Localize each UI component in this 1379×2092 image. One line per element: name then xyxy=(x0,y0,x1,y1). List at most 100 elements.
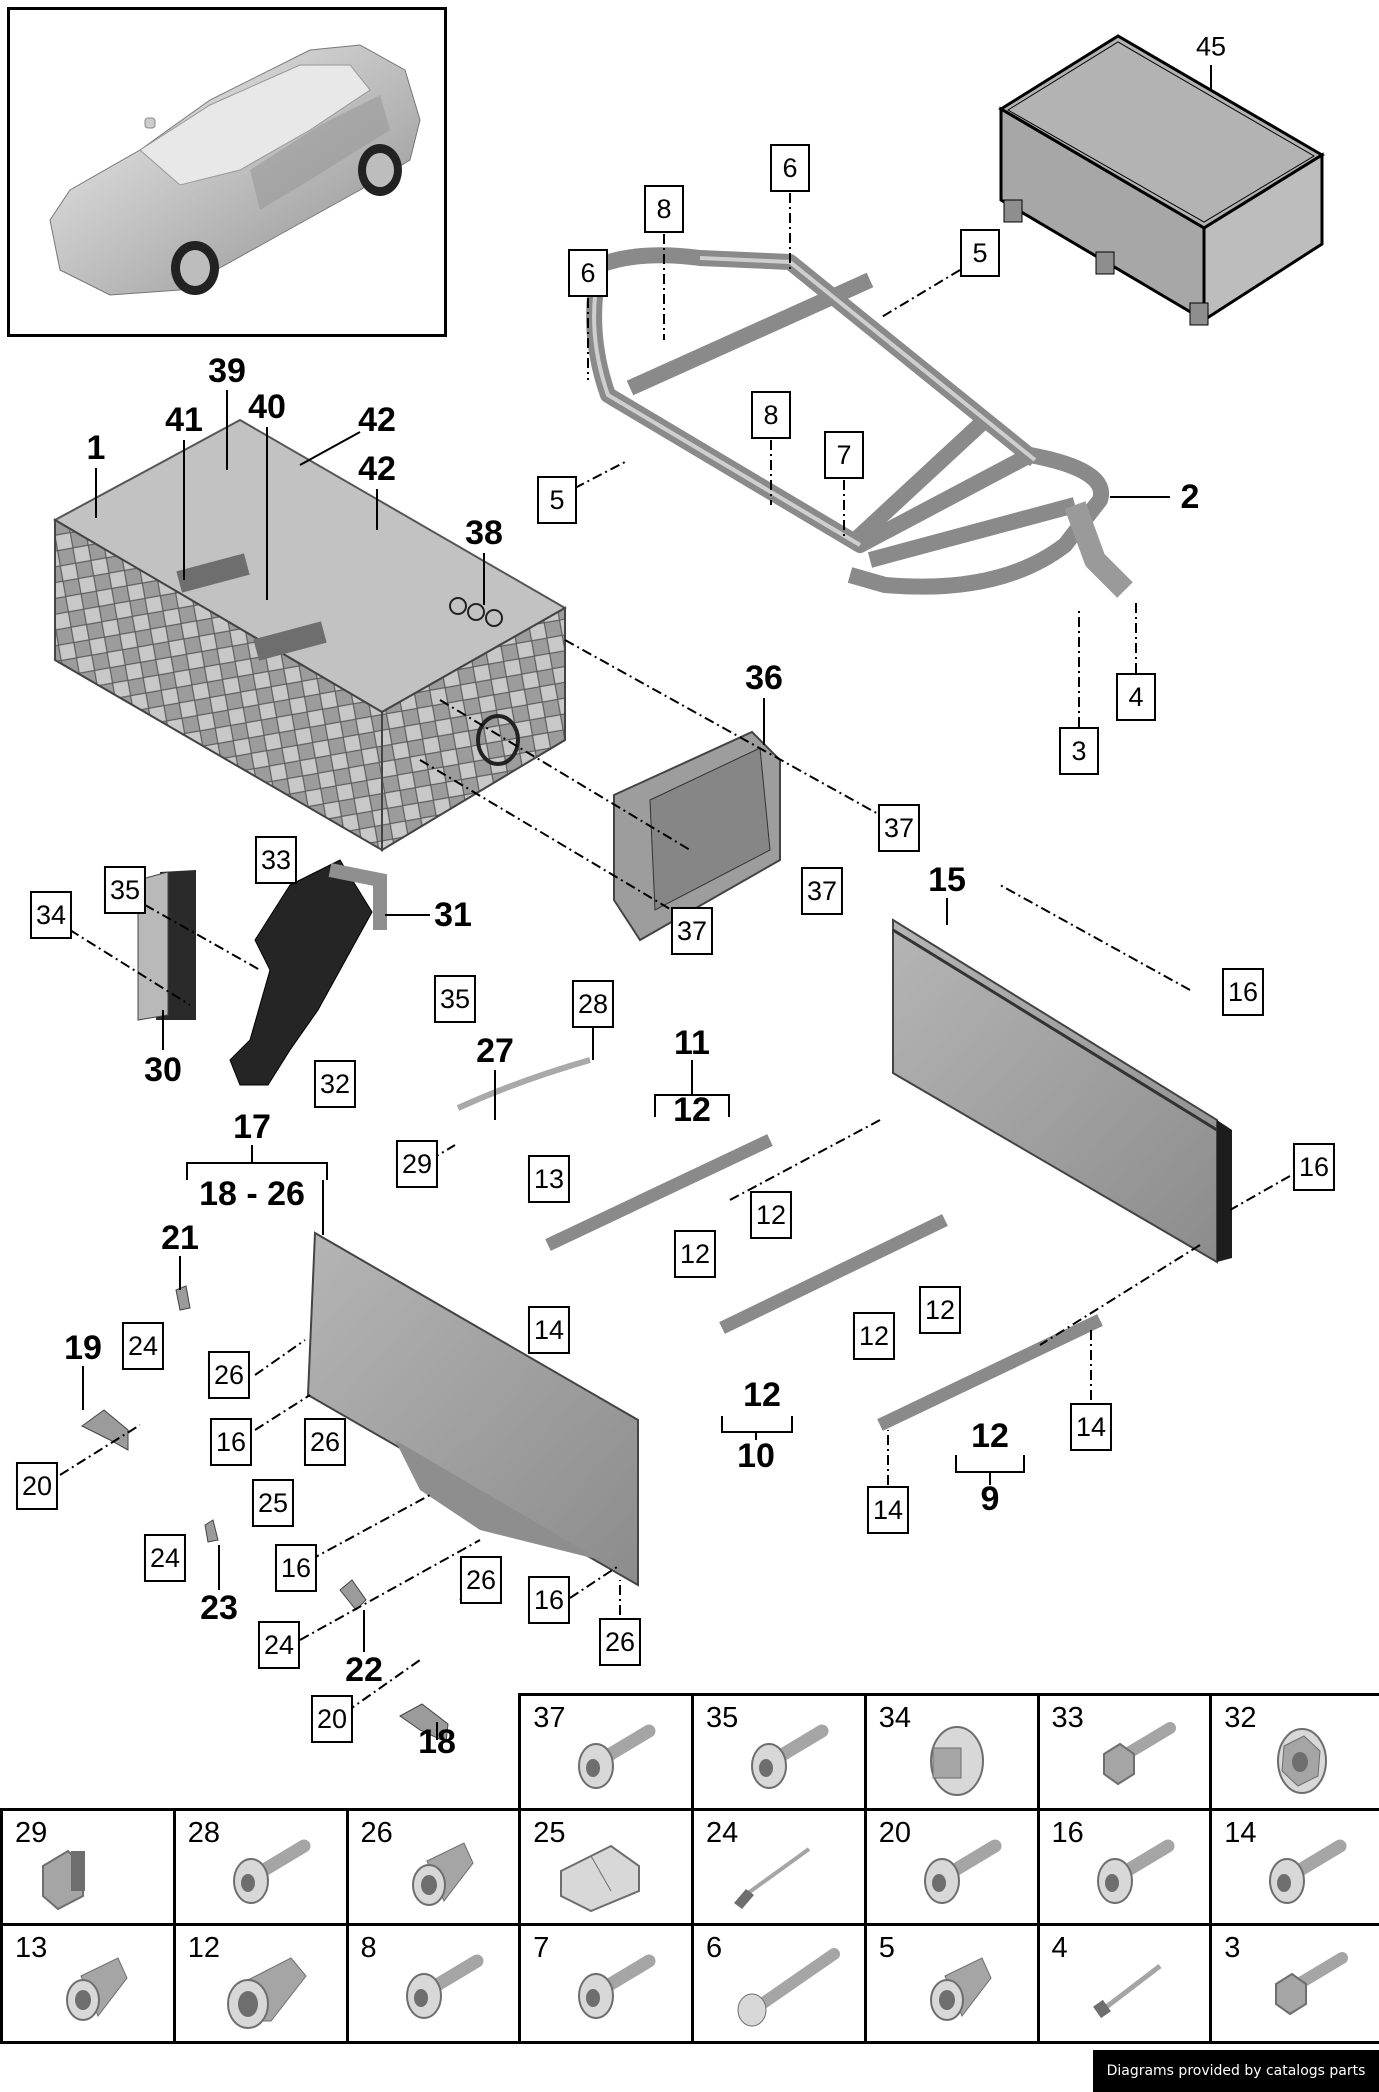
rail-9 xyxy=(877,1314,1103,1431)
torx-bolt-icon xyxy=(1269,1839,1347,1904)
parts-table-cell: 13 xyxy=(0,1923,176,2044)
callout-15: 15 xyxy=(928,861,966,899)
callout-36: 36 xyxy=(745,659,783,697)
torx-bolt-icon xyxy=(578,1954,656,2019)
boxed-callout-20: 20 xyxy=(15,1462,59,1510)
callout-12: 12 xyxy=(673,1091,711,1129)
boxed-callout-13: 13 xyxy=(527,1155,571,1203)
callout-19: 19 xyxy=(64,1329,102,1367)
part-number: 7 xyxy=(533,1932,550,1964)
square-nut-icon xyxy=(929,1726,984,1796)
boxed-callout-16: 16 xyxy=(1221,968,1265,1016)
boxed-callout-24: 24 xyxy=(143,1534,187,1582)
boxed-callout-26: 26 xyxy=(598,1618,642,1666)
part-number: 12 xyxy=(187,1932,221,1964)
callout-39: 39 xyxy=(208,352,246,390)
part-number: 35 xyxy=(706,1702,739,1734)
boxed-callout-32: 32 xyxy=(313,1060,357,1108)
part-number: 28 xyxy=(187,1817,221,1849)
boxed-callout-16: 16 xyxy=(274,1544,318,1592)
part-number: 24 xyxy=(706,1817,739,1849)
part-number: 26 xyxy=(360,1817,393,1849)
boxed-callout-35: 35 xyxy=(103,866,147,914)
boxed-callout-24: 24 xyxy=(257,1621,301,1669)
callout-42: 42 xyxy=(358,401,396,439)
rivet-nut-icon xyxy=(66,1957,128,2021)
part-number: 6 xyxy=(706,1932,723,1964)
parts-table-cell: 24 xyxy=(691,1808,867,1929)
callout-21: 21 xyxy=(161,1219,199,1257)
callout-38: 38 xyxy=(465,514,503,552)
car-icon xyxy=(49,44,421,296)
flange-bolt-icon xyxy=(578,1724,656,1789)
parts-table-cell: 34 xyxy=(863,1693,1040,1814)
callout-40: 40 xyxy=(248,388,286,426)
parts-table-cell: 7 xyxy=(518,1923,694,2044)
boxed-callout-4: 4 xyxy=(1116,673,1156,721)
rail-11 xyxy=(545,1134,773,1251)
foam-box-45 xyxy=(998,34,1325,326)
boxed-callout-34: 34 xyxy=(29,891,73,939)
parts-table-cell: 33 xyxy=(1036,1693,1213,1814)
boxed-callout-5: 5 xyxy=(537,476,577,524)
part-number: 8 xyxy=(360,1932,377,1964)
callout-9: 9 xyxy=(980,1480,1000,1518)
part-number: 13 xyxy=(15,1932,48,1964)
boxed-callout-37: 37 xyxy=(670,907,714,955)
part-number: 37 xyxy=(533,1702,566,1734)
boxed-callout-6: 6 xyxy=(770,144,810,192)
rail-10 xyxy=(719,1214,948,1334)
rivet-nut-icon xyxy=(411,1842,474,1906)
bracket-31 xyxy=(229,859,387,1086)
callout-18-26: 18 - 26 xyxy=(199,1175,305,1213)
callout-23: 23 xyxy=(200,1589,238,1627)
callout-27: 27 xyxy=(476,1032,514,1070)
boxed-callout-5: 5 xyxy=(960,229,1000,277)
boxed-callout-14: 14 xyxy=(527,1306,571,1354)
parts-table-cell: 4 xyxy=(1036,1923,1213,2044)
part-number: 34 xyxy=(878,1702,912,1734)
callout-1: 1 xyxy=(86,429,106,467)
cross-rails xyxy=(545,1134,1103,1431)
boxed-callout-28: 28 xyxy=(571,980,615,1028)
large-rivet-nut-icon xyxy=(226,1957,307,2029)
part-number: 33 xyxy=(1051,1702,1084,1734)
parts-table-cell: 16 xyxy=(1036,1808,1213,1929)
callout-18: 18 xyxy=(418,1723,456,1761)
hex-bolt-icon xyxy=(1102,1722,1176,1786)
torx-bolt-icon xyxy=(405,1954,483,2019)
stud-bolt-icon xyxy=(1092,1964,1162,2019)
parts-table-cell: 26 xyxy=(345,1808,522,1929)
callout-41: 41 xyxy=(165,401,203,439)
part-number: 20 xyxy=(878,1817,912,1849)
hv-battery-1 xyxy=(52,418,568,852)
parts-table-cell: 6 xyxy=(691,1923,867,2044)
callout-30: 30 xyxy=(144,1051,182,1089)
parts-table-cell: 14 xyxy=(1209,1808,1379,1929)
side-panel-15 xyxy=(892,918,1232,1264)
boxed-callout-7: 7 xyxy=(824,431,864,479)
rivet-nut-icon xyxy=(929,1957,992,2021)
parts-table-cell: 32 xyxy=(1209,1693,1379,1814)
part-number: 14 xyxy=(1224,1817,1257,1849)
parts-table-cell: 35 xyxy=(691,1693,867,1814)
boxed-callout-20: 20 xyxy=(310,1695,354,1743)
part-number: 4 xyxy=(1051,1932,1068,1964)
callout-22: 22 xyxy=(345,1651,383,1689)
parts-table-cell: 5 xyxy=(863,1923,1040,2044)
boxed-callout-37: 37 xyxy=(877,804,921,852)
flange-nut-icon xyxy=(1277,1728,1328,1794)
callout-42: 42 xyxy=(358,450,396,488)
callout-17: 17 xyxy=(233,1108,271,1146)
callout-31: 31 xyxy=(434,896,472,934)
parts-table-cell: 37 xyxy=(518,1693,694,1814)
boxed-callout-12: 12 xyxy=(673,1230,717,1278)
part-number: 29 xyxy=(15,1817,48,1849)
callout-12: 12 xyxy=(743,1376,781,1414)
control-unit-30 xyxy=(137,870,196,1021)
torx-bolt-icon xyxy=(923,1839,1002,1904)
cable-27 xyxy=(456,1057,591,1111)
boxed-callout-14: 14 xyxy=(866,1486,910,1534)
boxed-callout-26: 26 xyxy=(303,1418,347,1466)
boxed-callout-24: 24 xyxy=(121,1322,165,1370)
